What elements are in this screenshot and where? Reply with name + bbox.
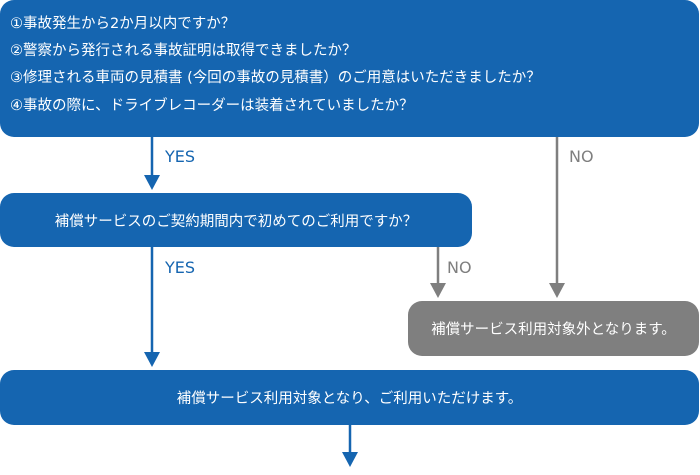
eligible-text: 補償サービス利用対象となり、ご利用いただけます。 bbox=[176, 391, 523, 407]
not-eligible-text: 補償サービス利用対象外となります。 bbox=[431, 322, 676, 338]
not-eligible-box: 補償サービス利用対象外となります。 bbox=[408, 301, 699, 356]
final-down-arrow bbox=[342, 425, 358, 467]
yes-label-2: YES bbox=[165, 258, 196, 277]
condition-3: ③修理される車両の見積書 (今回の事故の見積書）のご用意はいただきましたか？ bbox=[10, 70, 541, 87]
first-use-question-text: 補償サービスのご契約期間内で初めてのご利用ですか？ bbox=[54, 213, 418, 230]
condition-1: ①事故発生から2か月以内ですか？ bbox=[10, 16, 236, 32]
no-label-1: NO bbox=[569, 147, 594, 166]
no-arrow-1 bbox=[549, 137, 565, 298]
condition-4: ④事故の際に、ドライブレコーダーは装着されていましたか？ bbox=[10, 97, 414, 114]
eligibility-conditions-box: ①事故発生から2か月以内ですか？ ②警察から発行される事故証明は取得できましたか… bbox=[0, 0, 699, 137]
condition-2: ②警察から発行される事故証明は取得できましたか？ bbox=[10, 43, 357, 60]
yes-arrow-1 bbox=[144, 137, 160, 190]
first-use-question-box: 補償サービスのご契約期間内で初めてのご利用ですか？ bbox=[0, 193, 472, 247]
no-label-2: NO bbox=[447, 258, 472, 277]
eligible-box: 補償サービス利用対象となり、ご利用いただけます。 bbox=[0, 370, 699, 425]
no-arrow-2 bbox=[430, 247, 446, 298]
yes-label-1: YES bbox=[165, 147, 196, 166]
yes-arrow-2 bbox=[144, 247, 160, 367]
